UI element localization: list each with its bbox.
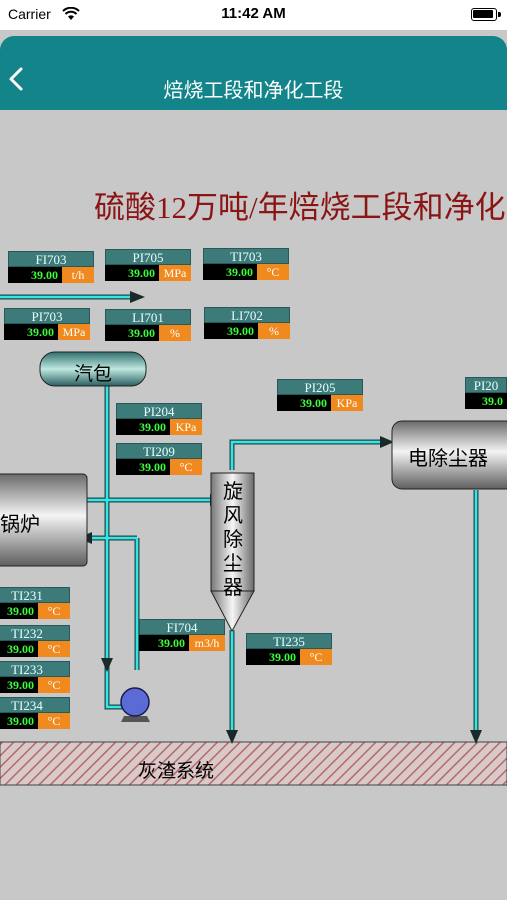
back-chevron-icon[interactable]	[6, 66, 28, 92]
tag-value: 39.00	[7, 642, 34, 656]
tag-value: 39.00	[7, 678, 34, 692]
tag-value: 39.00	[226, 265, 253, 279]
tag-ti233[interactable]: TI233 39.00 °C	[0, 661, 70, 693]
clock: 11:42 AM	[221, 5, 286, 22]
tag-li702[interactable]: LI702 39.00%	[204, 307, 290, 339]
tag-value: 39.0	[482, 394, 503, 408]
tag-value: 39.00	[139, 420, 166, 434]
drum-label: 汽包	[73, 364, 112, 385]
process-diagram: 硫酸12万吨/年焙烧工段和净化 汽包 锅炉 旋风除尘器 电除尘器 灰渣系统 FI…	[0, 110, 507, 900]
tag-unit: °C	[300, 649, 332, 665]
tag-id: PI204	[116, 403, 202, 419]
cyclone-label: 旋风除尘器	[223, 481, 243, 599]
page-title: 焙烧工段和净化工段	[163, 80, 344, 102]
tag-ti703[interactable]: TI703 39.00 °C	[203, 248, 289, 280]
tag-value: 39.00	[31, 268, 58, 282]
tag-unit: %	[258, 323, 290, 339]
battery-cap	[498, 12, 501, 17]
battery-icon	[471, 8, 497, 21]
tag-id: TI231	[0, 587, 70, 603]
precipitator-label: 电除尘器	[408, 448, 488, 470]
tag-unit: MPa	[159, 265, 191, 281]
tag-value: 39.00	[7, 714, 34, 728]
ash-system-label: 灰渣系统	[138, 761, 215, 782]
tag-li701[interactable]: LI701 39.00%	[105, 309, 191, 341]
tag-value: 39.00	[27, 325, 54, 339]
electrostatic-precipitator	[391, 420, 507, 490]
tag-value: 39.00	[300, 396, 327, 410]
tag-value: 39.00	[227, 324, 254, 338]
navigation-bar: 焙烧工段和净化工段	[0, 36, 507, 110]
tag-value: 39.00	[139, 460, 166, 474]
tag-unit: °C	[38, 677, 70, 693]
tag-value: 39.00	[158, 636, 185, 650]
boiler-label: 锅炉	[0, 514, 40, 536]
tag-id: PI703	[4, 308, 90, 324]
tag-value: 39.00	[269, 650, 296, 664]
tag-id: TI209	[116, 443, 202, 459]
tag-pi705[interactable]: PI705 39.00 MPa	[105, 249, 191, 281]
ash-system-band	[0, 741, 507, 786]
tag-unit: KPa	[331, 395, 363, 411]
tag-unit: °C	[38, 641, 70, 657]
tag-id: FI703	[8, 251, 94, 267]
tag-id: LI702	[204, 307, 290, 323]
tag-fi704[interactable]: FI704 39.00 m3/h	[139, 619, 225, 651]
tag-pi20-partial[interactable]: PI20 39.0	[465, 377, 507, 409]
tag-unit: m3/h	[189, 635, 225, 651]
tag-unit: MPa	[58, 324, 90, 340]
cyclone-separator	[210, 472, 255, 633]
tag-unit: °C	[257, 264, 289, 280]
tag-ti209[interactable]: TI209 39.00 °C	[116, 443, 202, 475]
tag-id: PI205	[277, 379, 363, 395]
pump-icon	[120, 687, 150, 722]
tag-unit: KPa	[170, 419, 202, 435]
tag-id: TI234	[0, 697, 70, 713]
tag-unit: t/h	[62, 267, 94, 283]
tag-unit: °C	[170, 459, 202, 475]
status-bar: Carrier 11:42 AM	[0, 0, 507, 30]
pipe-network	[0, 294, 479, 735]
diagram-heading: 硫酸12万吨/年焙烧工段和净化	[94, 190, 506, 225]
tag-value: 39.00	[7, 604, 34, 618]
tag-unit: °C	[38, 713, 70, 729]
tag-ti235[interactable]: TI235 39.00 °C	[246, 633, 332, 665]
tag-pi204[interactable]: PI204 39.00 KPa	[116, 403, 202, 435]
tag-value: 39.00	[128, 326, 155, 340]
tag-fi703[interactable]: FI703 39.00 t/h	[8, 251, 94, 283]
steam-drum	[39, 351, 147, 387]
tag-id: LI701	[105, 309, 191, 325]
tag-unit: °C	[38, 603, 70, 619]
wifi-icon	[62, 7, 80, 20]
tag-id: TI235	[246, 633, 332, 649]
tag-pi703[interactable]: PI703 39.00 MPa	[4, 308, 90, 340]
tag-id: FI704	[139, 619, 225, 635]
tag-unit: %	[159, 325, 191, 341]
boiler	[0, 473, 88, 567]
process-schematic	[0, 291, 507, 786]
tag-value: 39.00	[128, 266, 155, 280]
tag-ti234[interactable]: TI234 39.00 °C	[0, 697, 70, 729]
tag-ti231[interactable]: TI231 39.00 °C	[0, 587, 70, 619]
tag-id: TI233	[0, 661, 70, 677]
tag-id: PI705	[105, 249, 191, 265]
tag-id: PI20	[465, 377, 507, 393]
tag-id: TI232	[0, 625, 70, 641]
tag-ti232[interactable]: TI232 39.00 °C	[0, 625, 70, 657]
carrier-label: Carrier	[8, 6, 51, 22]
tag-id: TI703	[203, 248, 289, 264]
tag-pi205[interactable]: PI205 39.00 KPa	[277, 379, 363, 411]
